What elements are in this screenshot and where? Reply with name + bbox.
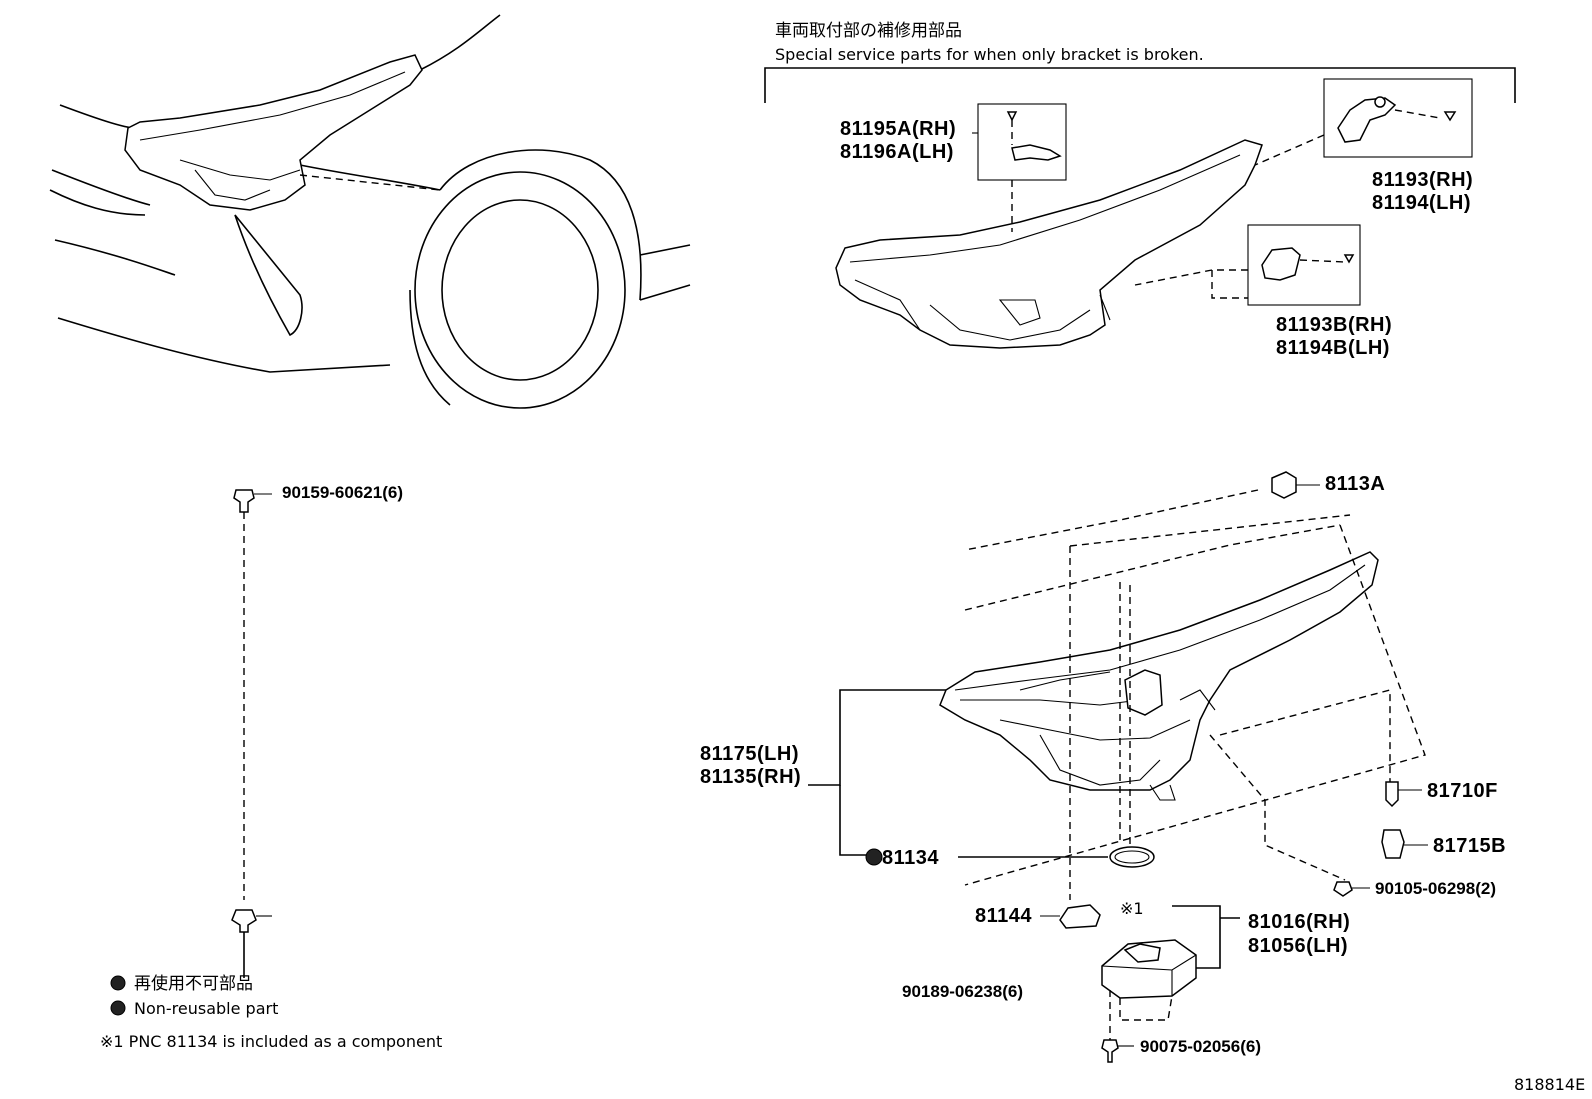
headlamp-upper-illustration <box>835 139 1263 349</box>
label-note1-mark: ※1 <box>1120 899 1144 918</box>
socket-8113A <box>1271 471 1297 499</box>
non-reusable-dot-icon <box>110 975 126 991</box>
label-8113A: 8113A <box>1325 473 1385 495</box>
label-90159: 90159-60621(6) <box>282 483 403 502</box>
main-exploded-view <box>231 471 1428 1063</box>
service-title-en: Special service parts for when only brac… <box>775 45 1204 64</box>
label-81194: 81194(LH) <box>1372 192 1471 214</box>
non-reusable-dot-icon <box>110 1000 126 1016</box>
label-90189: 90189-06238(6) <box>902 982 1023 1001</box>
label-81710F: 81710F <box>1427 780 1498 802</box>
legend-footnote: ※1 PNC 81134 is included as a component <box>100 1032 442 1051</box>
legend-non-reusable-en: Non-reusable part <box>134 999 278 1018</box>
screw-90075 <box>1101 1039 1119 1063</box>
bulb-81710F <box>1385 781 1399 808</box>
headlamp-assembly-illustration <box>939 551 1379 791</box>
label-81195A: 81195A(RH) <box>840 118 956 140</box>
label-81175: 81175(LH) <box>700 743 799 765</box>
cap-81144 <box>1059 904 1101 929</box>
label-81016: 81016(RH) <box>1248 911 1350 933</box>
socket-81715B <box>1381 829 1405 859</box>
label-81196A: 81196A(LH) <box>840 141 954 163</box>
label-81134: 81134 <box>882 847 939 869</box>
vehicle-front-illustration <box>49 14 691 409</box>
legend-non-reusable-jp: 再使用不可部品 <box>134 973 253 994</box>
screw-90105 <box>1333 881 1353 897</box>
label-81144: 81144 <box>975 905 1032 927</box>
label-90075: 90075-02056(6) <box>1140 1037 1261 1056</box>
label-81056: 81056(LH) <box>1248 935 1348 957</box>
label-81135: 81135(RH) <box>700 766 801 788</box>
service-parts-section: 車両取付部の補修用部品 Special service parts for wh… <box>764 21 1516 359</box>
label-81193B: 81193B(RH) <box>1276 314 1392 336</box>
label-81194B: 81194B(LH) <box>1276 337 1390 359</box>
service-title-jp: 車両取付部の補修用部品 <box>775 21 962 41</box>
legend: 再使用不可部品 Non-reusable part ※1 PNC 81134 i… <box>100 973 442 1051</box>
label-90105: 90105-06298(2) <box>1375 879 1496 898</box>
screw-90189 <box>231 909 257 933</box>
label-81193: 81193(RH) <box>1372 169 1473 191</box>
figure-id: 818814E <box>1514 1075 1585 1094</box>
callout-labels: 90159-60621(6) 8113A 81175(LH) 81135(RH)… <box>282 473 1506 1056</box>
o-ring-81134 <box>1109 846 1155 868</box>
label-81715B: 81715B <box>1433 835 1506 857</box>
